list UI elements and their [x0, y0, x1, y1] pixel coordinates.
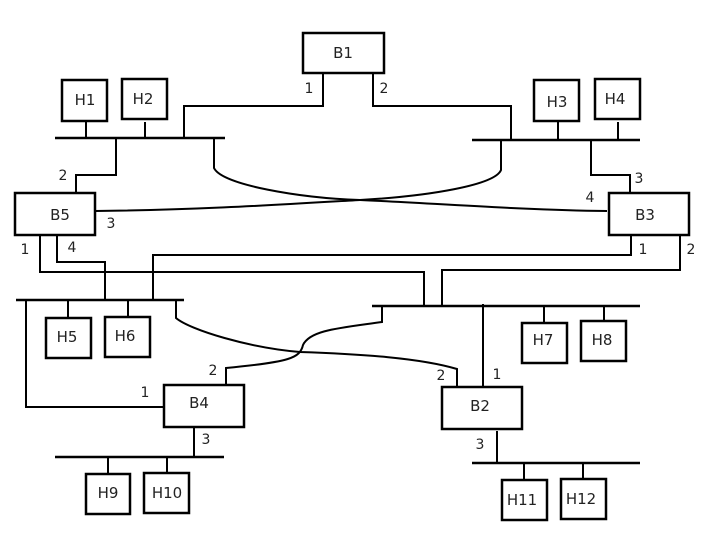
- host-h2[interactable]: H2: [120, 77, 169, 121]
- bridge-b3[interactable]: B3: [607, 191, 691, 237]
- host-h10-label: H10: [152, 484, 182, 502]
- host-h7-label: H7: [533, 331, 554, 349]
- host-h7[interactable]: H7: [520, 321, 569, 365]
- b5-port4-link: [56, 235, 106, 300]
- host-h8-label: H8: [592, 331, 613, 349]
- host-h9[interactable]: H9: [84, 472, 132, 516]
- b3-port4-label: 4: [586, 190, 595, 206]
- b3-port2-label: 2: [687, 242, 696, 258]
- bridge-b4[interactable]: B4: [162, 383, 246, 429]
- b5-port4-label: 4: [68, 240, 77, 256]
- host-h4-label: H4: [605, 90, 626, 108]
- b3-port3-label: 3: [635, 171, 644, 187]
- b3-port1-link: [152, 235, 632, 300]
- host-h12-label: H12: [566, 490, 596, 508]
- b5-port2-label: 2: [59, 168, 68, 184]
- b4-port3-label: 3: [202, 432, 211, 448]
- bridge-b2-label: B2: [470, 397, 490, 415]
- b2-port2-link: [175, 300, 458, 387]
- b2-port2-label: 2: [437, 368, 446, 384]
- b1-port2-link: [372, 73, 512, 140]
- host-h2-label: H2: [133, 90, 154, 108]
- b3-port3-link: [590, 140, 631, 193]
- bridge-b2[interactable]: B2: [440, 385, 524, 431]
- host-h11[interactable]: H11: [500, 478, 549, 522]
- host-h4[interactable]: H4: [593, 77, 642, 121]
- host-h6[interactable]: H6: [103, 315, 152, 359]
- host-h3-label: H3: [547, 93, 568, 111]
- b1-port1-label: 1: [305, 81, 314, 97]
- b3-port4-link: [213, 138, 608, 212]
- host-h1[interactable]: H1: [60, 78, 109, 123]
- host-h9-label: H9: [98, 484, 119, 502]
- b3-port2-link: [441, 235, 681, 306]
- b4-port2-link: [225, 306, 383, 385]
- b5-port1-link: [39, 235, 425, 306]
- b4-port1-label: 1: [141, 385, 150, 401]
- host-h11-label: H11: [507, 491, 537, 509]
- host-h5-label: H5: [57, 328, 78, 346]
- host-h5[interactable]: H5: [44, 316, 93, 360]
- b5-port3-link: [94, 140, 502, 212]
- bridge-b4-label: B4: [189, 394, 209, 412]
- b2-port1-label: 1: [493, 367, 502, 383]
- b2-port3-label: 3: [476, 437, 485, 453]
- host-h8[interactable]: H8: [579, 319, 628, 363]
- bridge-b1-label: B1: [333, 44, 353, 62]
- host-h12[interactable]: H12: [559, 477, 608, 521]
- host-h10[interactable]: H10: [142, 471, 191, 515]
- host-h1-label: H1: [75, 91, 96, 109]
- bridge-b5-label: B5: [50, 206, 70, 224]
- bridge-b1[interactable]: B1: [301, 31, 386, 75]
- bridge-b5[interactable]: B5: [13, 191, 97, 237]
- b3-port1-label: 1: [639, 242, 648, 258]
- host-h3[interactable]: H3: [532, 78, 581, 123]
- b4-port2-label: 2: [209, 363, 218, 379]
- b5-port1-label: 1: [21, 242, 30, 258]
- bridge-b3-label: B3: [635, 206, 655, 224]
- host-h6-label: H6: [115, 327, 136, 345]
- b1-port1-link: [183, 73, 324, 138]
- b4-port1-link: [25, 300, 165, 408]
- b5-port3-label: 3: [107, 216, 116, 232]
- b1-port2-label: 2: [380, 81, 389, 97]
- b5-port2-link: [75, 138, 117, 193]
